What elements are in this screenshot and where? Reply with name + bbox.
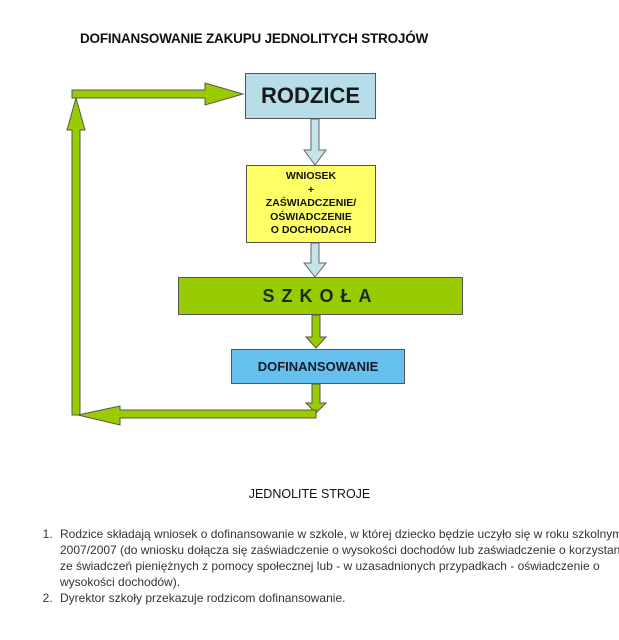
arrow-down-wniosek	[302, 242, 328, 278]
arrow-up-left	[66, 96, 86, 416]
arrow-left-bottom	[77, 405, 317, 426]
section-subtitle: JEDNOLITE STROJE	[248, 487, 371, 501]
wniosek-line: +	[307, 183, 315, 196]
arrow-down-szkola	[304, 314, 328, 349]
dofinansowanie-box: DOFINANSOWANIE	[231, 349, 405, 384]
wniosek-line: ZAŚWIADCZENIE/	[265, 197, 357, 210]
list-item: Rodzice składają wniosek o dofinansowani…	[56, 526, 619, 590]
page-title: DOFINANSOWANIE ZAKUPU JEDNOLITYCH STROJÓ…	[80, 31, 429, 46]
wniosek-line: WNIOSEK	[285, 170, 337, 183]
steps-list: Rodzice składają wniosek o dofinansowani…	[22, 526, 619, 606]
wniosek-box: WNIOSEK + ZAŚWIADCZENIE/ OŚWIADCZENIE O …	[246, 165, 376, 243]
wniosek-line: O DOCHODACH	[270, 224, 352, 237]
arrow-right-top	[71, 82, 245, 106]
arrow-down-rodzice	[303, 118, 327, 166]
arrow-down-dofin	[304, 383, 328, 414]
rodzice-box: RODZICE	[245, 73, 376, 119]
szkola-box: SZKOŁA	[178, 277, 463, 315]
wniosek-line: OŚWIADCZENIE	[270, 210, 352, 223]
list-item: Dyrektor szkoły przekazuje rodzicom dofi…	[56, 590, 619, 606]
